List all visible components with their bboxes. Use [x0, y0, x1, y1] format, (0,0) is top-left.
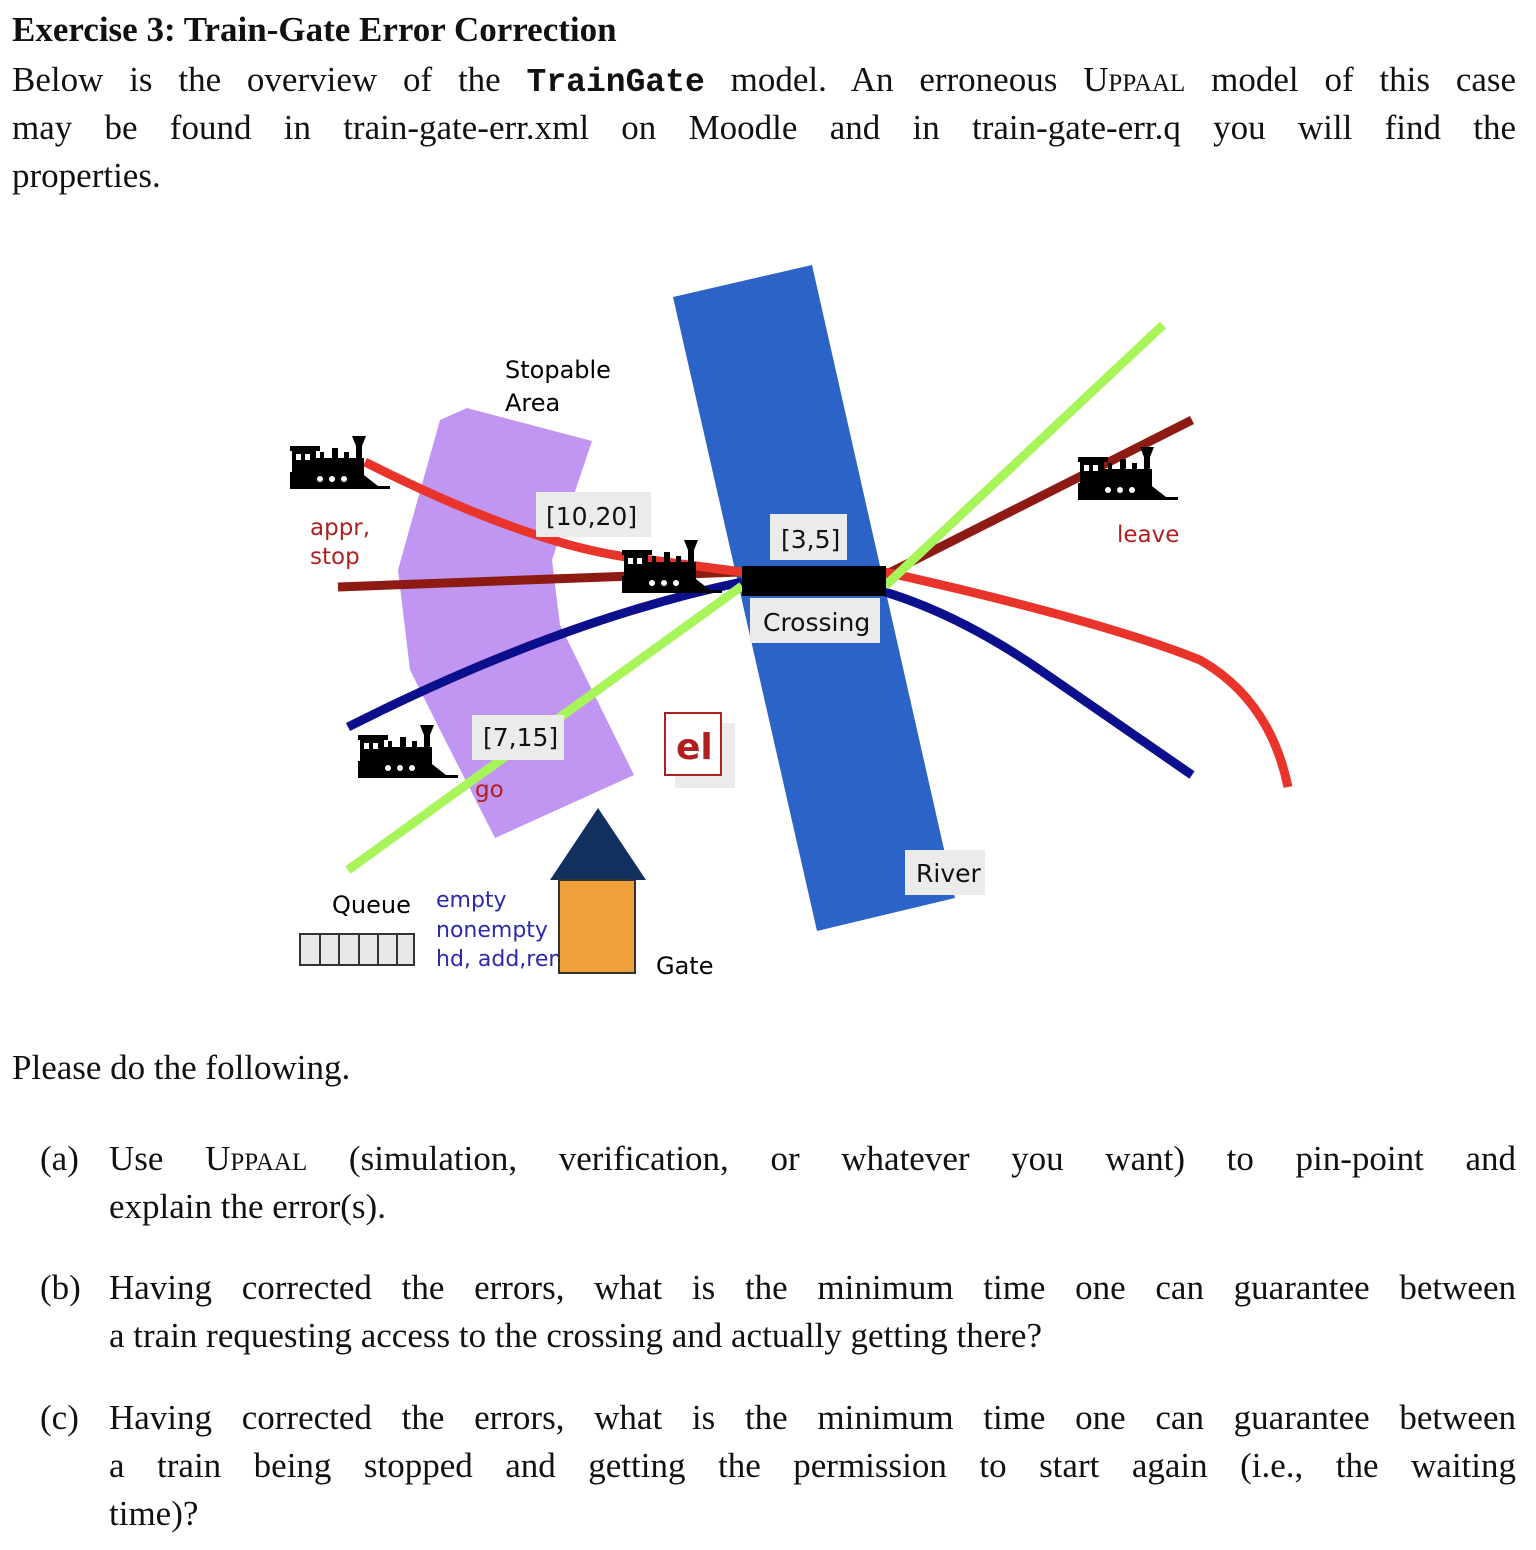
- stop-label: stop: [310, 544, 360, 570]
- item-c-label: (c): [40, 1398, 79, 1437]
- item-c-line-3: time)?: [109, 1494, 199, 1533]
- stopable-label: Stopable: [505, 356, 611, 384]
- item-a-label: (a): [40, 1139, 79, 1178]
- queue-label: Queue: [332, 891, 411, 919]
- uppaal-name: Uppaal: [1083, 60, 1186, 99]
- stopable-area: [398, 408, 634, 838]
- crossing-label: Crossing: [763, 608, 870, 637]
- intro-text: Below is the overview of the: [12, 60, 501, 99]
- item-b-line-2: a train requesting access to the crossin…: [109, 1316, 1042, 1355]
- el-label: el: [676, 727, 713, 768]
- appr-label: appr,: [310, 515, 370, 541]
- queue-op: nonempty: [436, 918, 548, 943]
- track-red: [362, 457, 1293, 788]
- interval-approach: [10,20]: [546, 502, 637, 531]
- intro-text: model. An erroneous: [730, 60, 1058, 99]
- item-b-line-1: Having corrected the errors, what is the…: [109, 1268, 1516, 1307]
- item-text: Use: [109, 1139, 164, 1178]
- queue-op: empty: [436, 888, 507, 913]
- item-a-line-2: explain the error(s).: [109, 1187, 386, 1226]
- gate-body: [558, 879, 636, 974]
- item-b-label: (b): [40, 1268, 81, 1307]
- queue-op: hd, add,rem: [436, 947, 570, 972]
- item-c-line-1: Having corrected the errors, what is the…: [109, 1398, 1516, 1437]
- river-label: River: [916, 859, 981, 888]
- interval-cross: [3,5]: [781, 525, 840, 554]
- go-label: go: [475, 777, 504, 803]
- model-name: TrainGate: [526, 64, 705, 101]
- crossing-block: [742, 566, 886, 596]
- gate-roof: [550, 808, 646, 880]
- track-navy: [345, 577, 1195, 779]
- queue-cells: [299, 933, 415, 966]
- traingate-diagram: Stopable Area appr, stop [10,20] [3,5] C…: [290, 265, 1293, 980]
- item-a-line-1: Use Uppaal (simulation, verification, or…: [109, 1139, 1516, 1179]
- intro-line-3: properties.: [12, 156, 161, 195]
- el-box: [664, 712, 722, 776]
- leave-label: leave: [1117, 522, 1179, 548]
- item-text: (simulation, verification, or whatever y…: [348, 1139, 1517, 1178]
- item-c-line-2: a train being stopped and getting the pe…: [109, 1446, 1516, 1485]
- exercise-title: Exercise 3: Train-Gate Error Correction: [12, 10, 617, 49]
- interval-go: [7,15]: [483, 723, 558, 752]
- intro-line-2: may be found in train-gate-err.xml on Mo…: [12, 108, 1516, 147]
- uppaal-name: Uppaal: [205, 1139, 308, 1178]
- gate-label: Gate: [656, 952, 713, 980]
- instructions-lead: Please do the following.: [12, 1048, 351, 1087]
- stopable-label: Area: [505, 389, 560, 417]
- intro-line-1: Below is the overview of the TrainGate m…: [12, 60, 1516, 103]
- intro-text: model of this case: [1211, 60, 1517, 99]
